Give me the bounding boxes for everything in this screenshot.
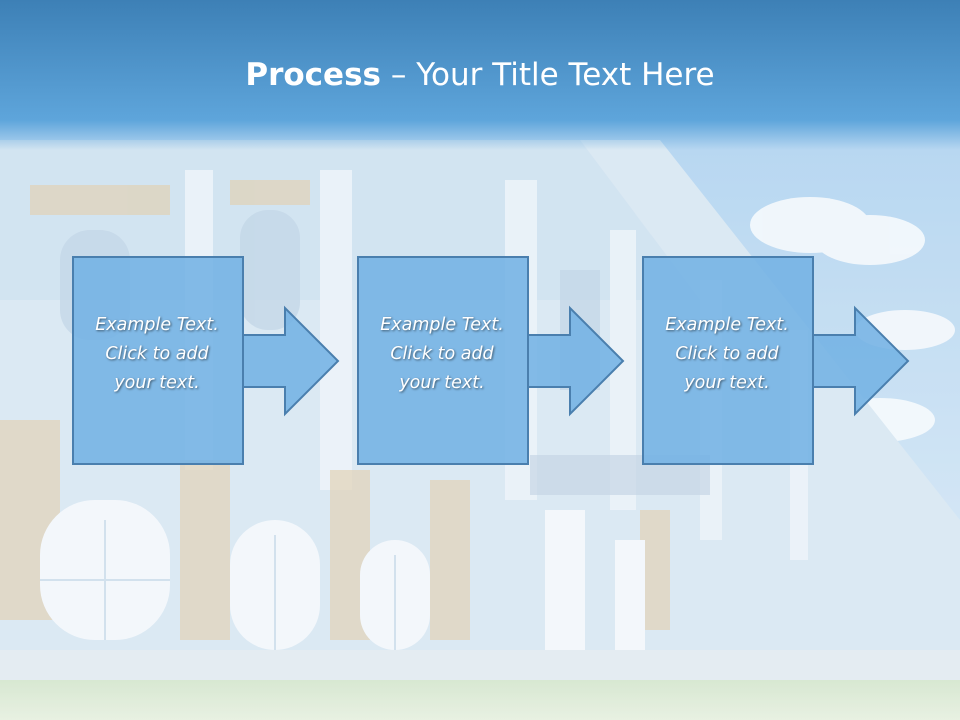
step-arrow-shape (642, 256, 910, 465)
title-bold: Process (245, 57, 381, 93)
title-rest: – Your Title Text Here (390, 57, 715, 93)
step-text-line-1: Example Text. (95, 315, 219, 335)
step-text-line-3: your text. (399, 373, 485, 393)
step-text-line-1: Example Text. (665, 315, 789, 335)
process-step-2[interactable]: Example Text. Click to add your text. (357, 256, 697, 468)
slide-title[interactable]: Process – Your Title Text Here (0, 50, 960, 100)
step-text-line-1: Example Text. (380, 315, 504, 335)
step-arrow-shape (72, 256, 340, 465)
step-text-line-2: Click to add (675, 344, 779, 364)
step-text-line-2: Click to add (390, 344, 494, 364)
step-arrow-shape (357, 256, 625, 465)
process-step-1[interactable]: Example Text. Click to add your text. (72, 256, 412, 468)
process-step-3[interactable]: Example Text. Click to add your text. (642, 256, 960, 468)
step-text-line-2: Click to add (105, 344, 209, 364)
step-text: Example Text. Click to add your text. (642, 311, 812, 398)
step-text-line-3: your text. (684, 373, 770, 393)
title-band (0, 0, 960, 150)
step-text-line-3: your text. (114, 373, 200, 393)
step-text: Example Text. Click to add your text. (72, 311, 242, 398)
step-text: Example Text. Click to add your text. (357, 311, 527, 398)
